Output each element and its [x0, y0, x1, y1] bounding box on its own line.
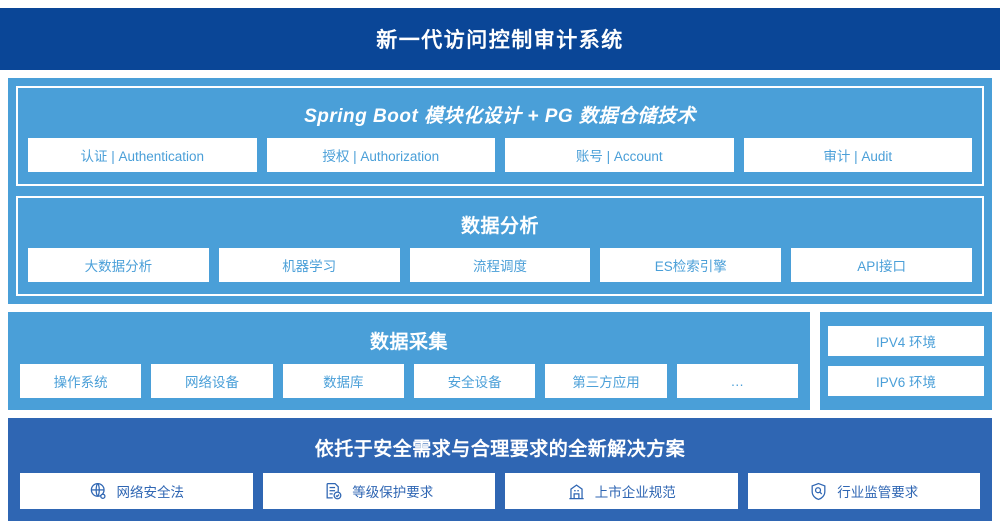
environment-panel: IPV4 环境 IPV6 环境	[820, 312, 992, 410]
collection-chip-row: 操作系统 网络设备 数据库 安全设备 第三方应用 …	[20, 364, 798, 398]
page-title-bar: 新一代访问控制审计系统	[0, 8, 1000, 70]
collection-row: 数据采集 操作系统 网络设备 数据库 安全设备 第三方应用	[8, 312, 992, 410]
chip-label: 操作系统	[53, 375, 108, 390]
chip-label: 机器学习	[282, 259, 337, 274]
chip-label: 大数据分析	[84, 259, 153, 274]
chip-label: 行业监管要求	[837, 485, 919, 500]
chip-label: 账号 | Account	[575, 149, 663, 164]
chip-label: IPV6 环境	[875, 375, 937, 390]
analysis-chip-row: 大数据分析 机器学习 流程调度 ES检索引擎 API接口	[28, 248, 972, 282]
chip-label: ES检索引擎	[654, 259, 727, 274]
page-title: 新一代访问控制审计系统	[376, 29, 624, 52]
chip-label: API接口	[857, 259, 906, 274]
compliance-chip-industry-regulation[interactable]: 行业监管要求	[747, 473, 980, 509]
chip-label: 网络设备	[184, 375, 239, 390]
platform-chip-authorization[interactable]: 授权 | Authorization	[266, 138, 495, 172]
collection-chip-operating-system[interactable]: 操作系统	[20, 364, 142, 398]
chip-label: IPV4 环境	[875, 335, 937, 350]
chip-label: 数据库	[323, 375, 364, 390]
collection-chip-security-device[interactable]: 安全设备	[413, 364, 536, 398]
bank-icon	[567, 482, 586, 501]
collection-chip-more[interactable]: …	[676, 364, 798, 398]
chip-label: 认证 | Authentication	[80, 149, 205, 164]
compliance-chip-classified-protection[interactable]: 等级保护要求	[262, 473, 495, 509]
collection-heading: 数据采集	[369, 332, 448, 353]
environment-chip-ipv4[interactable]: IPV4 环境	[828, 326, 984, 356]
shield-search-icon	[809, 482, 828, 501]
analysis-chip-es-search-engine[interactable]: ES检索引擎	[600, 248, 782, 282]
environment-chip-ipv6[interactable]: IPV6 环境	[828, 366, 984, 396]
analysis-chip-machine-learning[interactable]: 机器学习	[218, 248, 400, 282]
platform-panel: Spring Boot 模块化设计 + PG 数据仓储技术 认证 | Authe…	[16, 86, 984, 186]
analysis-chip-process-scheduling[interactable]: 流程调度	[409, 248, 591, 282]
chip-label: 网络安全法	[116, 485, 185, 500]
globe-icon	[89, 482, 108, 501]
chip-label: 授权 | Authorization	[322, 149, 440, 164]
compliance-chip-cybersecurity-law[interactable]: 网络安全法	[20, 473, 253, 509]
chip-label: 审计 | Audit	[823, 149, 893, 164]
collection-chip-database[interactable]: 数据库	[282, 364, 404, 398]
chip-label: 等级保护要求	[352, 485, 434, 500]
platform-chip-authentication[interactable]: 认证 | Authentication	[28, 138, 257, 172]
platform-chip-audit[interactable]: 审计 | Audit	[743, 138, 972, 172]
analysis-heading: 数据分析	[460, 216, 539, 237]
platform-chip-row: 认证 | Authentication 授权 | Authorization 账…	[28, 138, 972, 172]
collection-chip-third-party-app[interactable]: 第三方应用	[545, 364, 667, 398]
platform-heading: Spring Boot 模块化设计 + PG 数据仓储技术	[304, 106, 696, 127]
collection-panel-inner: 数据采集 操作系统 网络设备 数据库 安全设备 第三方应用	[16, 320, 802, 402]
analysis-chip-api[interactable]: API接口	[791, 248, 972, 282]
collection-panel: 数据采集 操作系统 网络设备 数据库 安全设备 第三方应用	[8, 312, 810, 410]
chip-label: …	[730, 373, 745, 389]
compliance-chip-listed-company-standard[interactable]: 上市企业规范	[505, 473, 738, 509]
chip-label: 第三方应用	[572, 375, 640, 390]
chip-label: 安全设备	[447, 375, 502, 390]
compliance-chip-row: 网络安全法 等级保护要求	[20, 473, 980, 509]
compliance-panel: 依托于安全需求与合理要求的全新解决方案 网络安全法	[8, 418, 992, 521]
document-check-icon	[324, 482, 343, 501]
chip-label: 上市企业规范	[594, 485, 676, 500]
platform-chip-account[interactable]: 账号 | Account	[505, 138, 734, 172]
collection-chip-network-device[interactable]: 网络设备	[151, 364, 273, 398]
compliance-panel-inner: 依托于安全需求与合理要求的全新解决方案 网络安全法	[16, 426, 984, 513]
compliance-heading: 依托于安全需求与合理要求的全新解决方案	[314, 439, 686, 460]
analysis-panel: 数据分析 大数据分析 机器学习 流程调度 ES检索引擎 API接口	[16, 196, 984, 296]
platform-analysis-block: Spring Boot 模块化设计 + PG 数据仓储技术 认证 | Authe…	[8, 78, 992, 304]
analysis-chip-big-data[interactable]: 大数据分析	[28, 248, 209, 282]
chip-label: 流程调度	[472, 259, 527, 274]
